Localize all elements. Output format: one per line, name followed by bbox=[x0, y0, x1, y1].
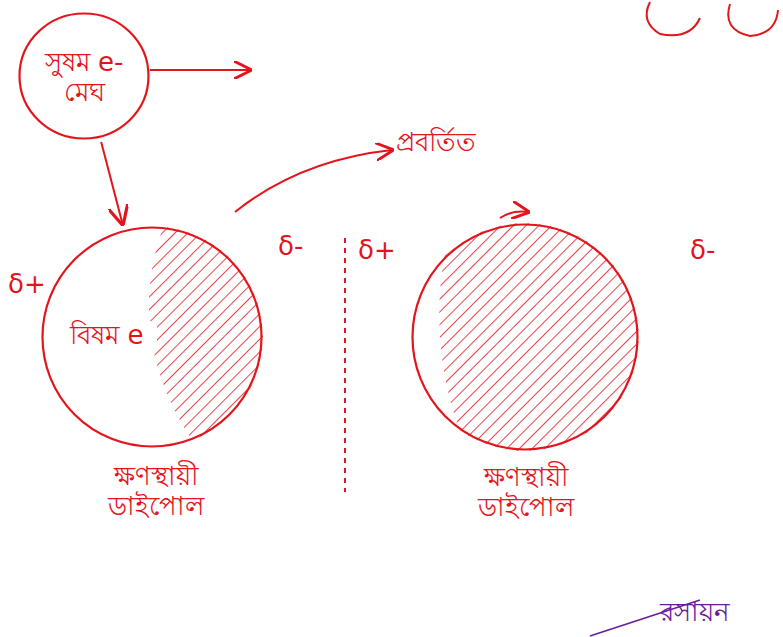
charge-label: δ+ bbox=[8, 270, 46, 300]
arrow-connector bbox=[101, 142, 122, 224]
circle-outline bbox=[411, 223, 639, 451]
node-text: বিষম e bbox=[57, 321, 157, 351]
dashed-divider bbox=[344, 238, 346, 492]
watermark: রসায়ন bbox=[660, 598, 730, 628]
arrow bbox=[150, 69, 250, 71]
circle-outline bbox=[43, 228, 262, 447]
circle-outline bbox=[413, 225, 638, 450]
annotation: প্রবর্তিত bbox=[396, 128, 476, 158]
node-caption: ক্ষণস্থায়ী ডাইপোল bbox=[81, 462, 231, 522]
electron-shading bbox=[439, 222, 645, 452]
node-text: সুষম e-মেঘ bbox=[28, 48, 140, 108]
electron-shading bbox=[149, 222, 270, 452]
circle-node: বিষম eক্ষণস্থায়ী ডাইপোল bbox=[41, 226, 263, 448]
curved-arrow bbox=[235, 150, 392, 212]
circle-node: ক্ষণস্থায়ী ডাইপোল bbox=[411, 223, 639, 451]
charge-label: δ+ bbox=[358, 236, 396, 266]
circle-outline bbox=[20, 14, 149, 139]
partial-circle bbox=[728, 4, 778, 36]
partial-circle bbox=[647, 2, 700, 35]
charge-label: δ- bbox=[278, 232, 303, 262]
small-arrow bbox=[500, 212, 528, 218]
circle-node: সুষম e-মেঘ bbox=[18, 12, 150, 140]
node-text: ক্ষণস্থায়ী ডাইপোল bbox=[451, 463, 601, 523]
charge-label: δ- bbox=[690, 236, 715, 266]
